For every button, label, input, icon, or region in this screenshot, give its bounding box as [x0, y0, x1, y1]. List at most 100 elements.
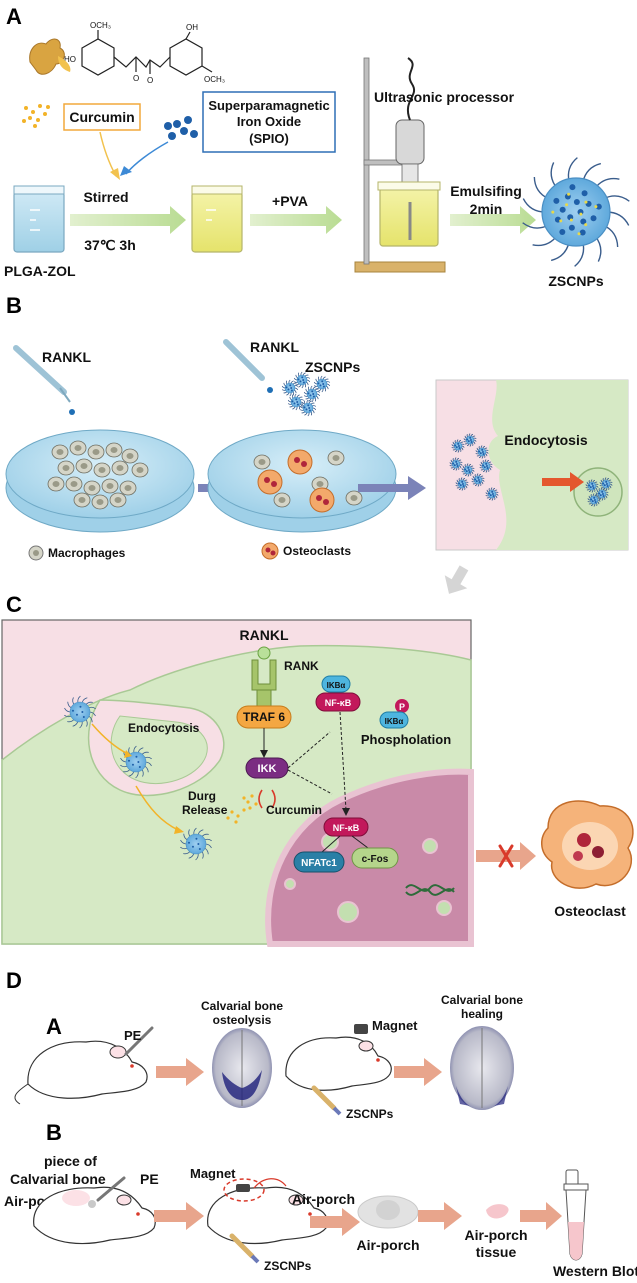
healing-line1: Calvarial bone — [441, 993, 523, 1007]
curcumin-curved-arrow — [99, 131, 117, 177]
d-arrow-2 — [394, 1058, 442, 1086]
nfkb-label-1: NF-κB — [325, 698, 352, 708]
macrophage-cell — [57, 460, 75, 476]
air-porch-tissue-image — [486, 1204, 509, 1219]
osteolysis-line1: Calvarial bone — [201, 999, 283, 1013]
och3-bottom-label: OCH₃ — [204, 75, 225, 84]
western-blot-label: Western Blot — [553, 1263, 637, 1279]
nfkb-node-1 — [315, 692, 361, 712]
spio-line1: Superparamagnetic — [208, 98, 329, 113]
dish-arrow-2 — [358, 476, 426, 500]
piece-line2: Calvarial bone — [10, 1171, 106, 1187]
d-arrow-3 — [154, 1202, 204, 1230]
zscnps-label-d2: ZSCNPs — [264, 1259, 312, 1273]
panel-a: A OCH₃ OH OCH₃ HO O O Curcumi — [4, 4, 630, 289]
zscnp-particle-endocytosis — [479, 459, 493, 473]
ikba-node-1 — [321, 675, 351, 693]
pva-arrow — [250, 206, 342, 234]
calvarial-healing-image — [450, 1026, 514, 1110]
o-label-1: O — [133, 74, 139, 83]
spio-box — [202, 91, 336, 153]
macrophage-cell — [253, 454, 271, 470]
osteoclast-cell — [257, 469, 283, 495]
macrophage-cell — [87, 444, 105, 460]
zscnp-particle-endosome — [595, 487, 609, 501]
zscnp-particle-endocytosis — [475, 445, 489, 459]
osteoclast-cell — [287, 449, 313, 475]
osteoclast-cell-icon — [541, 800, 634, 889]
oh-label: OH — [186, 23, 198, 32]
pipette-icon-1 — [13, 345, 75, 415]
turmeric-root-icon — [29, 38, 71, 75]
dna-helix-icon — [405, 884, 455, 896]
curcumin-powder-icon — [22, 104, 50, 128]
panel-d-sub-a-label: A — [46, 1014, 62, 1039]
petri-dish-osteoclasts — [207, 429, 397, 533]
rankl-label-1: RANKL — [42, 349, 91, 365]
zscnp-particle-outside — [64, 695, 96, 729]
western-blot-tube-icon — [563, 1169, 589, 1261]
spio-curved-arrow — [125, 141, 169, 175]
traf6-label: TRAF 6 — [243, 710, 285, 724]
macrophage-cell — [273, 492, 291, 508]
airporch-label-3: Air-porch — [357, 1237, 420, 1253]
petri-dish-macrophages — [5, 429, 195, 533]
endocytosis-label-c: Endocytosis — [128, 721, 200, 735]
osteoclast-legend-icon — [261, 542, 279, 560]
curcumin-label: Curcumin — [69, 109, 134, 125]
spio-line2: Iron Oxide — [237, 114, 301, 129]
zscnp-particle-small — [293, 371, 311, 389]
rank-label: RANK — [284, 659, 319, 673]
cfos-label: c-Fos — [362, 854, 389, 865]
d-arrow-5 — [418, 1202, 462, 1230]
zscnp-particle-endocytosis — [463, 433, 477, 447]
spio-arrowhead — [120, 166, 132, 176]
emulsifing-arrow — [450, 206, 536, 234]
macrophage-cell — [91, 494, 109, 510]
zscnps-label-a: ZSCNPs — [548, 273, 603, 289]
osteoclasts-label: Osteoclasts — [283, 544, 351, 558]
macrophage-cell — [311, 476, 329, 492]
ikk-label: IKK — [258, 763, 277, 775]
inhibition-x-icon — [498, 844, 514, 868]
inhibition-mark-right — [271, 789, 276, 809]
macrophage-cell — [345, 490, 363, 506]
panel-b-label: B — [6, 293, 22, 318]
tissue-line1: Air-porch — [465, 1227, 528, 1243]
zscnp-particle-endocytosis — [455, 477, 469, 491]
panel-d-sub-b-label: B — [46, 1120, 62, 1145]
zscnp-particle-endosome — [599, 477, 613, 491]
ultrasonic-label: Ultrasonic processor — [374, 89, 515, 105]
phosphate-icon — [395, 699, 409, 713]
rankl-label-2: RANKL — [250, 339, 299, 355]
panel-c: C RANKL RANK TRAF 6 IKK — [1, 592, 634, 947]
stirred-arrow — [70, 206, 186, 234]
panel-d: D A PE Calvarial bone osteolysis — [4, 968, 637, 1279]
ikba-label-2: IKBα — [385, 717, 404, 726]
osteoclast-cell — [309, 487, 335, 513]
zscnp-particle-endosome — [587, 493, 601, 507]
magnet-label-2: Magnet — [190, 1166, 236, 1181]
emulsifing-label: Emulsifing — [450, 183, 522, 199]
macrophage-cell — [119, 480, 137, 496]
endocytosis-inset — [435, 379, 629, 551]
macrophage-cell — [327, 450, 345, 466]
zscnp-particle-endosome — [585, 479, 599, 493]
nfkb-label-2: NF-κB — [333, 823, 360, 833]
macrophage-legend-icon — [28, 545, 44, 561]
zscnp-particle-small — [303, 385, 321, 403]
macrophage-cell — [51, 444, 69, 460]
plga-zol-label: PLGA-ZOL — [4, 263, 76, 279]
macrophage-cell — [47, 476, 65, 492]
macrophage-cell — [111, 460, 129, 476]
curcumin-structure — [81, 30, 213, 76]
macrophage-cell — [69, 440, 87, 456]
released-curcumin-dots — [226, 808, 246, 824]
curcumin-dots-c — [242, 794, 258, 810]
curcumin-arrowhead — [110, 168, 120, 180]
curcumin-label-c: Curcumin — [266, 803, 322, 817]
zscnp-particle-endocytosis — [461, 463, 475, 477]
airporch-label-2: Air-porch — [292, 1191, 355, 1207]
mouse-icon-1 — [14, 1026, 154, 1105]
